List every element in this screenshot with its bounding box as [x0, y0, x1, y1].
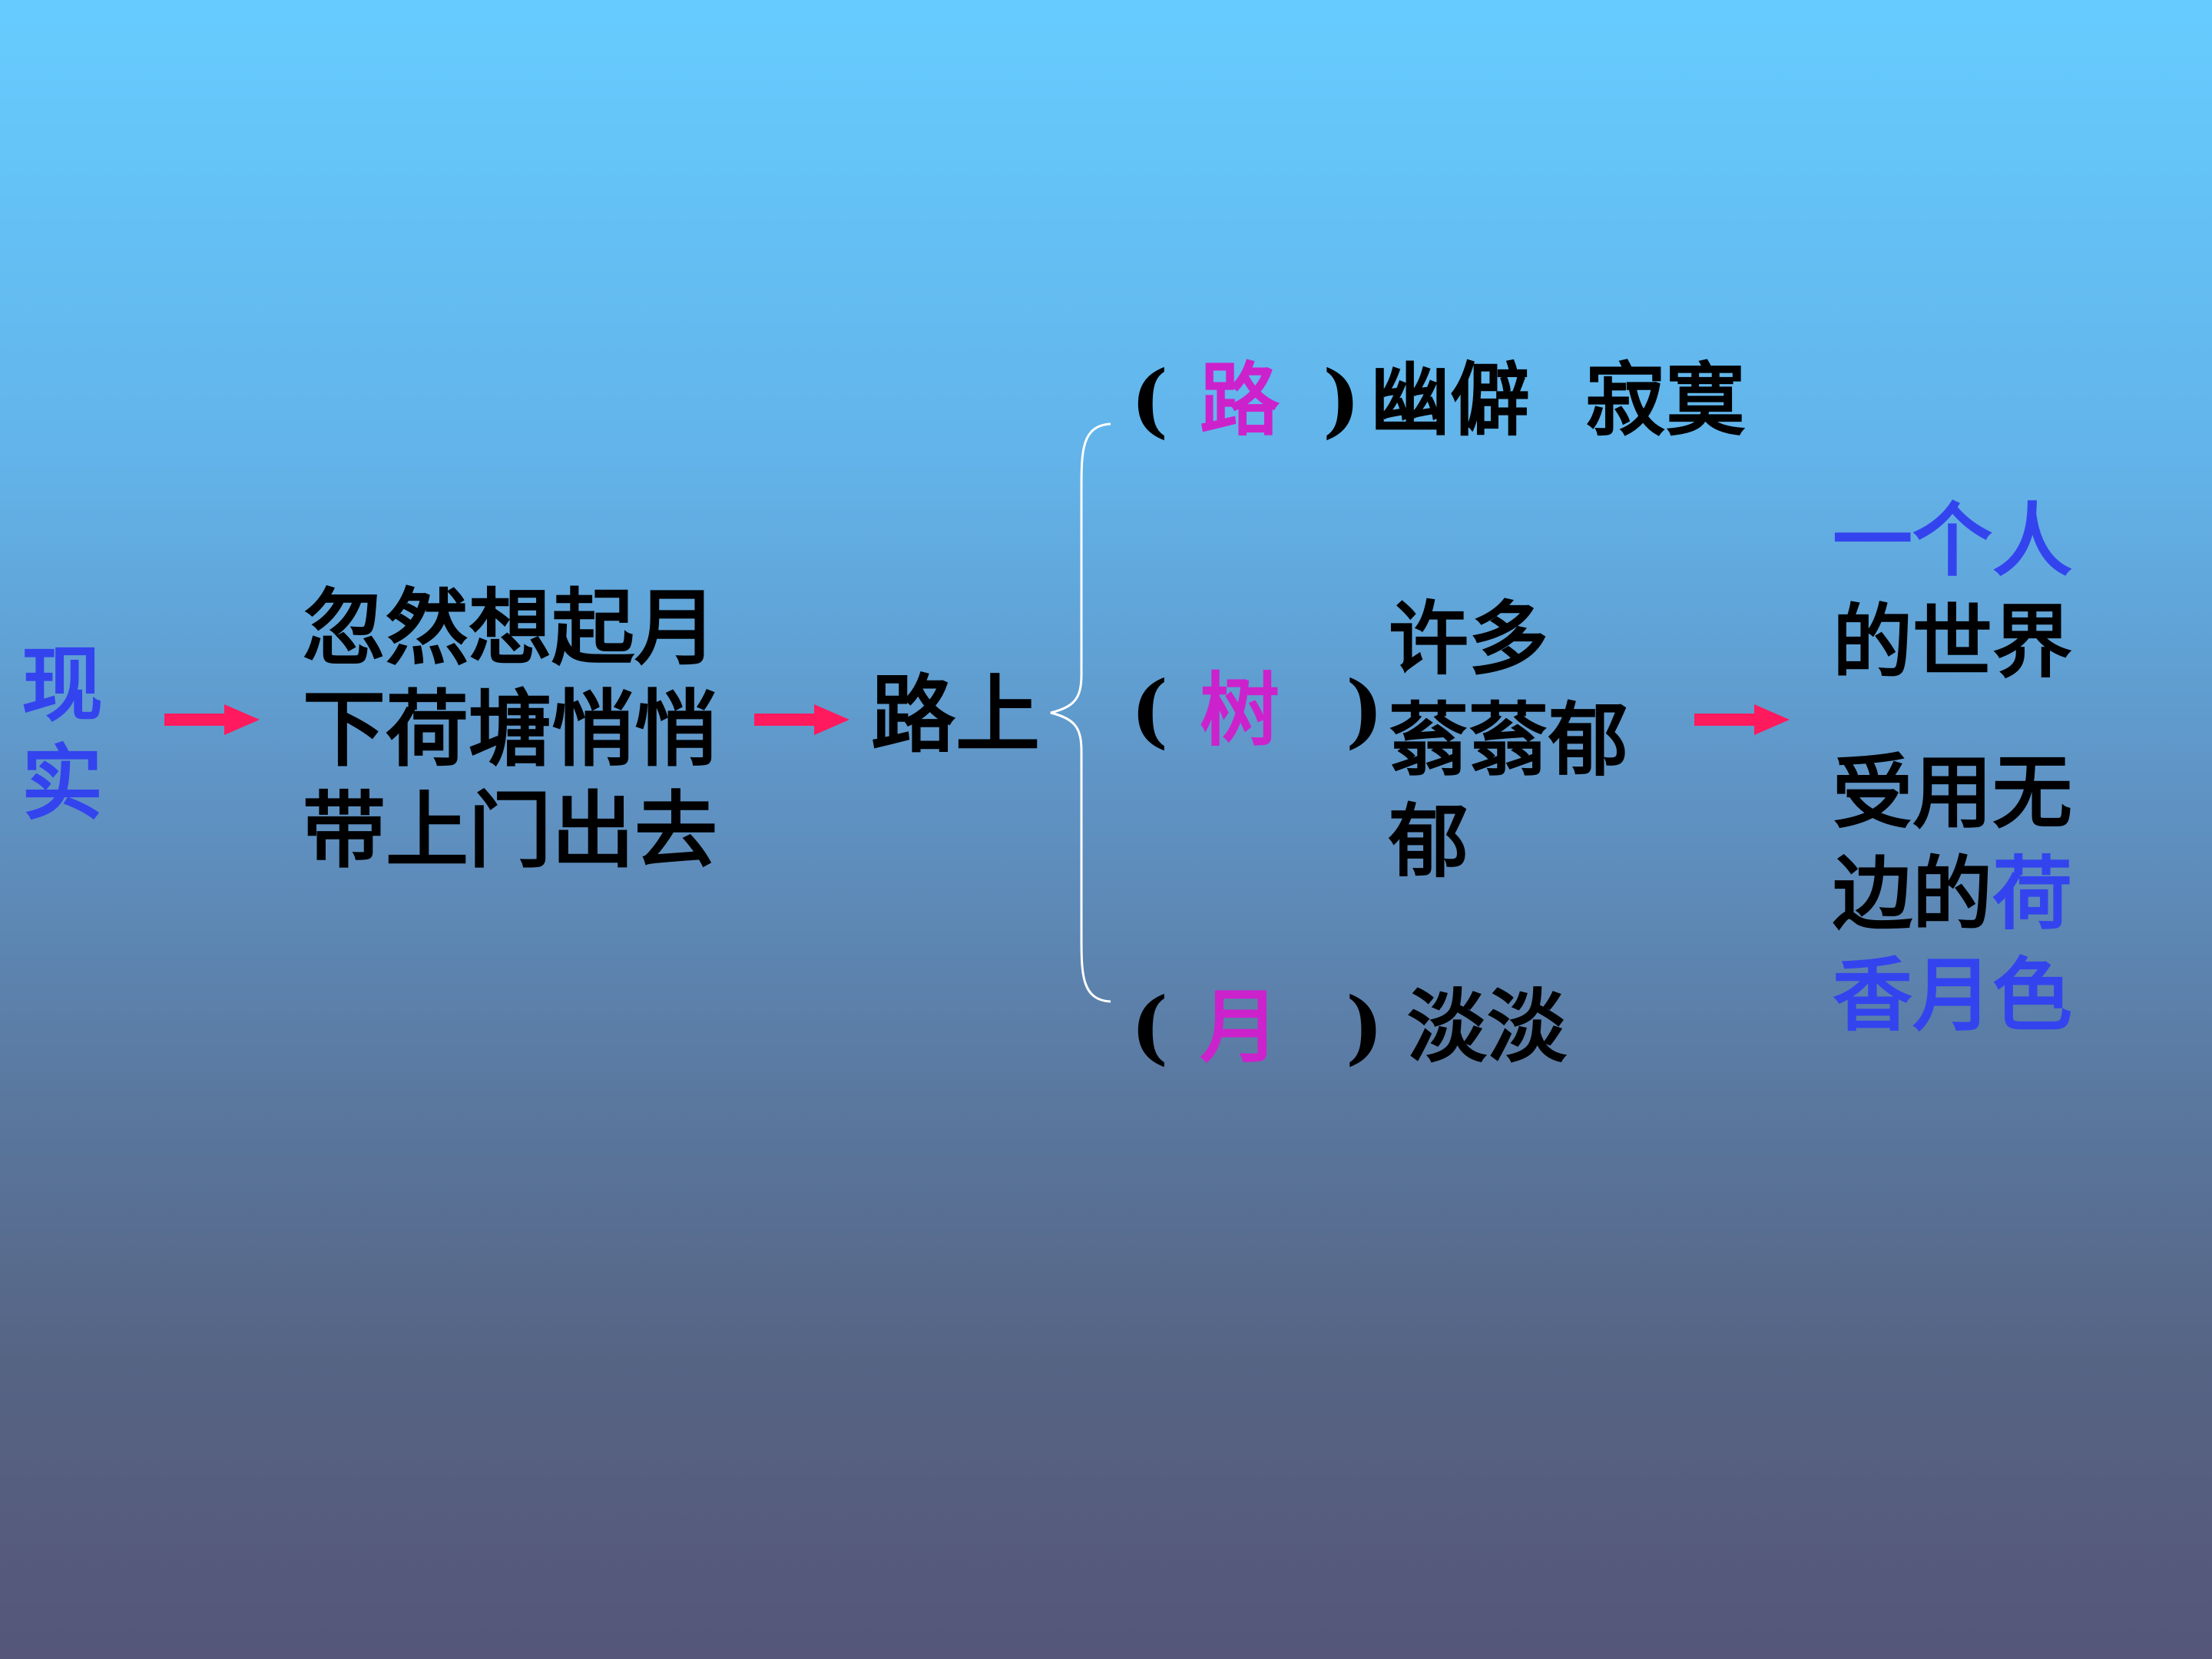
tree-desc: 许多 蓊蓊郁 郁	[1389, 588, 1628, 892]
enjoy-line-1: 受用无	[1833, 745, 2073, 839]
road-desc: 幽僻 寂寞	[1370, 353, 1746, 447]
tree-desc-line-1: 许多	[1389, 591, 1549, 686]
tree-desc-line-3: 郁	[1389, 794, 1469, 889]
memory-text: 忽然想起月 下荷塘悄悄 带上门出去	[303, 578, 717, 882]
arrow-right-icon	[164, 704, 260, 735]
alone-world-line-2: 的世界	[1833, 594, 2073, 689]
alone-world-line-1: 一个人	[1833, 493, 2073, 588]
tree-close-paren: )	[1346, 663, 1384, 757]
moon-key: 月	[1200, 979, 1280, 1074]
enjoy-line-2-black: 边的	[1833, 846, 1993, 941]
reality-char-1: 现	[22, 637, 103, 733]
memory-line-3: 带上门出去	[303, 783, 718, 879]
moon-open-paren: (	[1131, 979, 1169, 1074]
arrow-right-icon	[1694, 704, 1790, 735]
memory-line-1: 忽然想起月	[303, 580, 718, 677]
tree-open-paren: (	[1131, 663, 1169, 757]
alone-world-text: 一个人 的世界	[1833, 490, 2072, 693]
memory-line-2: 下荷塘悄悄	[303, 681, 718, 778]
enjoy-text: 受用无 边的荷 香月色	[1833, 742, 2072, 1046]
reality-char-2: 实	[22, 735, 103, 831]
road-close-paren: )	[1323, 353, 1361, 447]
moon-close-paren: )	[1346, 979, 1384, 1074]
tree-desc-line-2: 蓊蓊郁	[1389, 693, 1629, 787]
enjoy-line-2-blue: 荷	[1992, 846, 2073, 941]
road-key: 路	[1200, 353, 1280, 447]
enjoy-line-2: 边的荷	[1833, 843, 2072, 945]
tree-key: 树	[1200, 663, 1280, 757]
reality-label: 现 实	[22, 636, 103, 833]
road-open-paren: (	[1131, 353, 1169, 447]
arrow-right-icon	[754, 704, 849, 735]
moon-desc: 淡淡	[1407, 979, 1568, 1074]
enjoy-line-3: 香月色	[1833, 948, 2073, 1042]
path-label: 路上	[871, 665, 1040, 764]
left-brace-icon	[1050, 422, 1111, 1003]
